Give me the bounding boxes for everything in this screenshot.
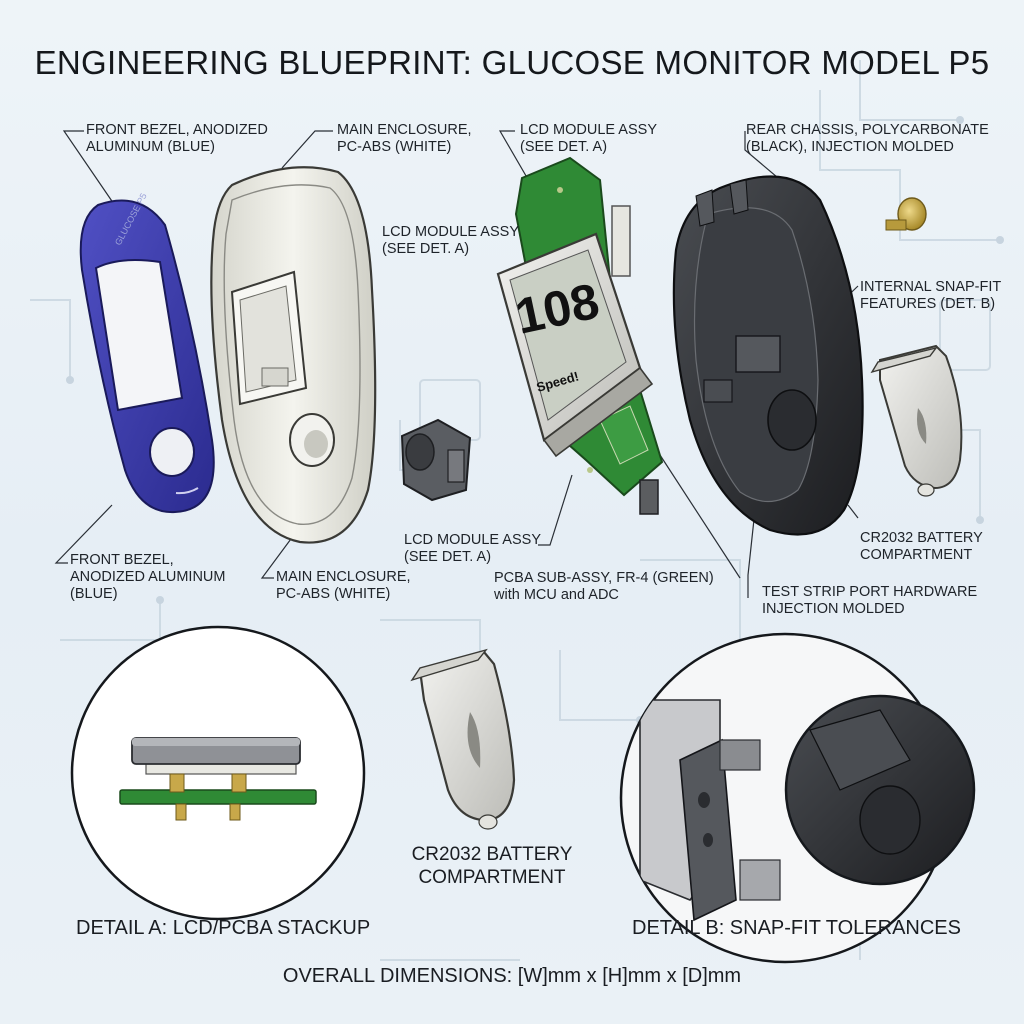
callout-test-strip: TEST STRIP PORT HARDWARE INJECTION MOLDE… xyxy=(762,584,978,617)
callout-lcd-module-top: LCD MODULE ASSY (SEE DET. A) xyxy=(520,122,657,155)
battery-door-part-right xyxy=(870,344,963,497)
page-title: ENGINEERING BLUEPRINT: GLUCOSE MONITOR M… xyxy=(34,44,990,81)
callout-rear-chassis: REAR CHASSIS, POLYCARBONATE (BLACK), INJ… xyxy=(746,122,989,155)
front-bezel-part: GLUCOSE P5 xyxy=(79,191,215,514)
main-enclosure-part xyxy=(210,166,377,544)
sensor-connector-part xyxy=(400,418,472,502)
callout-snap-fit: INTERNAL SNAP-FIT FEATURES (DET. B) xyxy=(860,279,1002,312)
dimensions-caption: OVERALL DIMENSIONS: [W]mm x [H]mm x [D]m… xyxy=(282,965,742,987)
detail-a-view xyxy=(70,625,366,921)
callout-battery-compartment: CR2032 BATTERY COMPARTMENT xyxy=(860,530,983,563)
callout-lcd-module-bottom: LCD MODULE ASSY (SEE DET. A) xyxy=(404,532,541,565)
callout-lcd-module-mid: LCD MODULE ASSY (SEE DET. A) xyxy=(382,224,519,257)
battery-part-label: CR2032 BATTERY COMPARTMENT xyxy=(411,844,573,888)
detail-b-view xyxy=(619,632,976,964)
battery-door-part-center xyxy=(410,648,516,830)
brass-screw-top xyxy=(885,197,927,231)
detail-b-caption: DETAIL B: SNAP-FIT TOLERANCES xyxy=(632,917,961,939)
callout-pcba: PCBA SUB-ASSY, FR-4 (GREEN) with MCU and… xyxy=(494,570,714,603)
callout-front-bezel-bottom: FRONT BEZEL, ANODIZED ALUMINUM (BLUE) xyxy=(70,552,226,602)
detail-a-caption: DETAIL A: LCD/PCBA STACKUP xyxy=(76,917,371,939)
callout-front-bezel-top: FRONT BEZEL, ANODIZED ALUMINUM (BLUE) xyxy=(86,122,268,155)
lcd-pcba-module-part: 108 Speed! xyxy=(496,156,664,515)
callout-main-enclosure-bottom: MAIN ENCLOSURE, PC-ABS (WHITE) xyxy=(276,569,411,602)
callout-main-enclosure-top: MAIN ENCLOSURE, PC-ABS (WHITE) xyxy=(337,122,472,155)
rear-chassis-part xyxy=(672,175,864,536)
